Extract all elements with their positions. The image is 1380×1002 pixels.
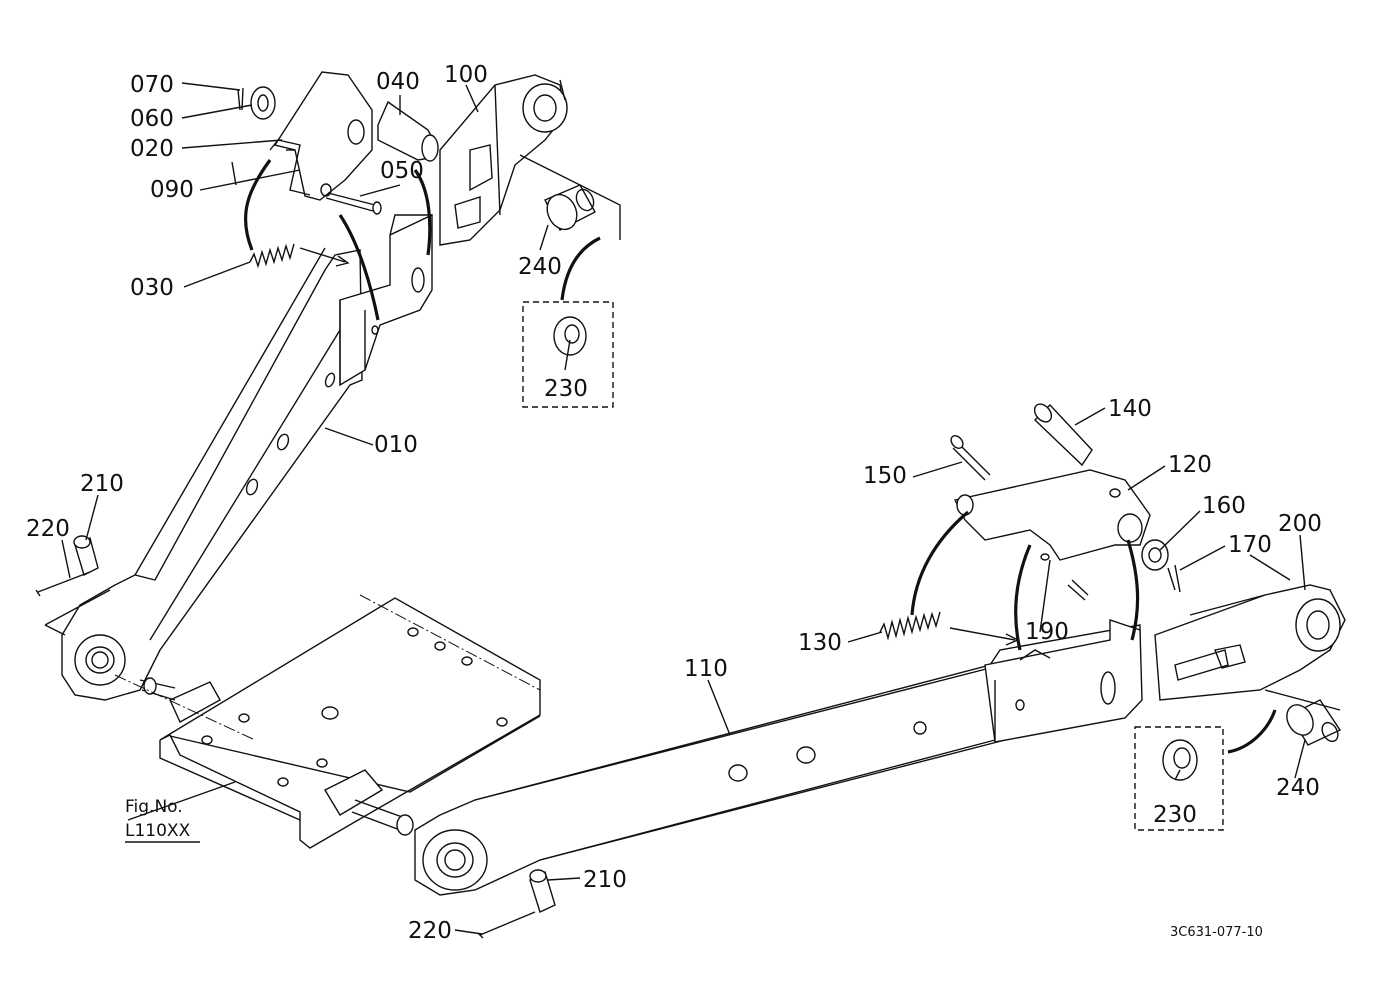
callout-070: 070 [130,72,174,98]
lynch-pins [35,535,556,939]
upper-bracket-parts [231,71,568,321]
callout-240-lower: 240 [1276,775,1320,801]
guide-lines [44,79,1341,711]
callout-130: 130 [798,630,842,656]
callout-210-left: 210 [80,471,124,497]
callout-040: 040 [376,69,420,95]
upper-bushings [522,184,614,408]
callout-240-upper: 240 [518,254,562,280]
right-upper-parts [879,403,1181,651]
drawing-code: 3C631-077-10 [1170,925,1263,940]
callout-050: 050 [380,158,424,184]
callout-190: 190 [1025,619,1069,645]
leader-lines [61,82,1306,935]
lower-bushings [1134,699,1342,831]
callout-210-lower: 210 [583,867,627,893]
center-plate [114,594,541,849]
callout-230-upper: 230 [544,376,588,402]
callout-220-lower: 220 [408,918,452,944]
callout-150: 150 [863,463,907,489]
left-lower-link [61,213,433,701]
fig-label: Fig.No. [125,797,183,817]
callout-090: 090 [150,177,194,203]
callout-230-lower: 230 [1153,802,1197,828]
callout-010: 010 [374,432,418,458]
callout-100: 100 [444,62,488,88]
right-lower-link [414,619,1143,896]
callout-170: 170 [1228,532,1272,558]
right-end-bracket [1154,584,1346,701]
callout-140: 140 [1108,396,1152,422]
callout-060: 060 [130,106,174,132]
callout-220-left: 220 [26,516,70,542]
fig-number: L110XX [125,821,191,841]
callout-160: 160 [1202,493,1246,519]
callout-110: 110 [684,656,728,682]
callout-120: 120 [1168,452,1212,478]
callout-030: 030 [130,275,174,301]
callout-020: 020 [130,136,174,162]
callout-200: 200 [1278,511,1322,537]
